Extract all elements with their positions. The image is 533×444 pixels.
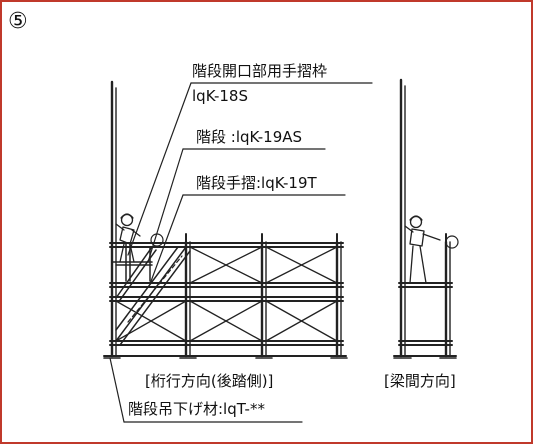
label-stair-opening-handrail-frame: 階段開口部用手摺枠 (192, 62, 328, 80)
beam-elevation (393, 78, 459, 359)
worker-figure-side (404, 215, 441, 284)
label-stair-opening-handrail-frame-code: lqK-18S (192, 87, 248, 105)
label-stair-hanger: 階段吊下げ材:lqT-** (128, 400, 265, 418)
view-caption-girder: [桁行方向(後踏側)] (145, 372, 274, 390)
leader-lines (109, 82, 373, 423)
view-caption-beam: [梁間方向] (384, 372, 456, 390)
step-number: ⑤ (8, 9, 28, 34)
label-stair-handrail: 階段手摺:lqK-19T (196, 174, 317, 192)
girder-elevation (103, 80, 348, 359)
label-stair: 階段 :lqK-19AS (196, 128, 303, 146)
